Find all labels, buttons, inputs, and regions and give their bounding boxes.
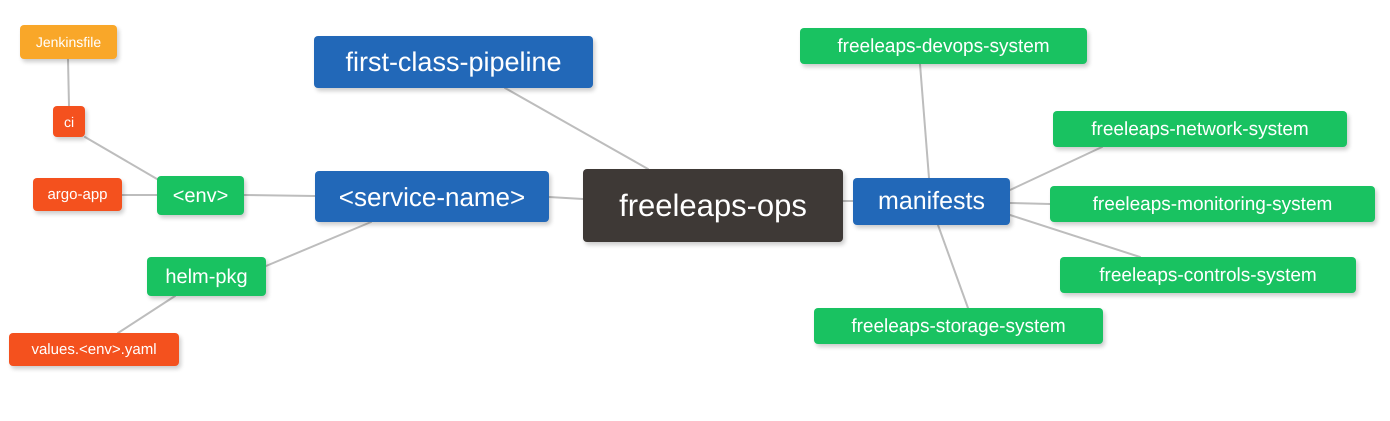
node-network-system[interactable]: freeleaps-network-system [1053,111,1347,147]
node-ci[interactable]: ci [53,106,85,137]
edge-service-name-to-freeleaps-ops [548,196,584,200]
edge-ci-to-env [84,136,158,180]
edge-manifests-to-network-system [1009,146,1103,191]
edge-jenkinsfile-to-ci [67,58,70,107]
node-jenkinsfile[interactable]: Jenkinsfile [20,25,117,59]
node-monitoring-system[interactable]: freeleaps-monitoring-system [1050,186,1375,222]
edge-manifests-to-devops-system [919,63,930,179]
node-controls-system[interactable]: freeleaps-controls-system [1060,257,1356,293]
node-manifests[interactable]: manifests [853,178,1010,225]
edge-manifests-to-monitoring-system [1009,202,1051,205]
node-env[interactable]: <env> [157,176,244,215]
edge-values-yaml-to-helm-pkg [117,295,176,334]
node-values-yaml[interactable]: values.<env>.yaml [9,333,179,366]
edge-helm-pkg-to-service-name [265,221,372,267]
node-service-name[interactable]: <service-name> [315,171,549,222]
node-first-class-pipeline[interactable]: first-class-pipeline [314,36,593,88]
edge-first-class-pipeline-to-freeleaps-ops [504,87,649,170]
node-devops-system[interactable]: freeleaps-devops-system [800,28,1087,64]
node-argo-app[interactable]: argo-app [33,178,122,211]
edge-env-to-service-name [243,194,316,197]
node-storage-system[interactable]: freeleaps-storage-system [814,308,1103,344]
node-helm-pkg[interactable]: helm-pkg [147,257,266,296]
node-freeleaps-ops[interactable]: freeleaps-ops [583,169,843,242]
edge-manifests-to-storage-system [937,224,969,309]
